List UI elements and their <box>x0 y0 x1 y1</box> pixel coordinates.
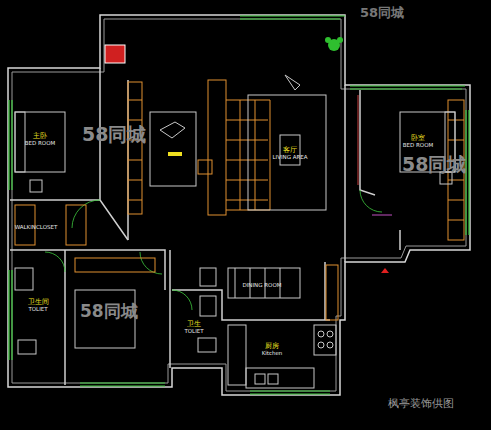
watermark: 58同城 <box>360 4 404 22</box>
furniture-part <box>15 112 65 172</box>
furniture-part <box>314 325 336 355</box>
furniture-part <box>200 296 216 316</box>
yellow-bar <box>168 152 182 156</box>
door-swing <box>45 190 382 310</box>
room-name: 厨房 <box>262 342 283 350</box>
furniture-part <box>30 180 42 192</box>
room-name-en: Kitchen <box>262 350 283 356</box>
dimension-detail-part <box>372 215 392 216</box>
furniture-part <box>246 368 314 388</box>
room-label: WALKINCLOSET <box>13 224 60 230</box>
room-name: 卫生 <box>184 320 204 328</box>
inner-wall-part <box>169 250 171 368</box>
furniture-part <box>18 340 36 354</box>
outer-wall <box>8 15 470 395</box>
sofa <box>198 80 270 215</box>
room-name-en: BED ROOM <box>25 140 56 146</box>
inner-wall-part <box>10 250 165 290</box>
outer-wall-part <box>12 19 466 391</box>
door-swing-part <box>360 190 382 212</box>
outer-wall-part <box>8 15 470 395</box>
room-name-en: DINING ROOM <box>243 282 282 288</box>
room-name-en: WALKINCLOSET <box>15 224 58 230</box>
dimension-detail <box>358 95 392 215</box>
furniture-part <box>200 268 216 286</box>
room-label: 客厅LIVING AREA <box>270 146 310 160</box>
cabinet-part <box>128 100 142 200</box>
fire-symbol-part <box>381 268 389 273</box>
plant-part <box>337 37 343 43</box>
furniture-part <box>318 331 324 337</box>
window <box>9 16 469 394</box>
yellow-bar-part <box>168 152 182 156</box>
furniture-part <box>15 268 33 290</box>
room-name: 卫生间 <box>28 298 49 306</box>
cabinet-part <box>128 82 142 214</box>
inner-wall <box>10 68 400 385</box>
sofa-part <box>208 80 226 215</box>
sofa-part <box>198 160 212 174</box>
fire-symbol <box>105 45 389 273</box>
plant-part <box>325 37 331 43</box>
furniture-part <box>327 331 333 337</box>
room-name: 客厅 <box>272 146 308 154</box>
furniture <box>15 75 455 388</box>
window-part <box>240 16 465 89</box>
sofa-part <box>226 120 268 200</box>
fire-symbol-part <box>105 45 125 63</box>
cabinet <box>15 82 464 320</box>
furniture-part <box>268 374 278 384</box>
watermark: 58同城 <box>82 122 146 148</box>
window-part <box>9 100 12 360</box>
inner-wall-part <box>100 68 128 240</box>
inner-wall-part <box>399 230 401 250</box>
inner-wall-part <box>172 290 330 320</box>
cabinet-part <box>75 258 155 272</box>
room-label: 主卧BED ROOM <box>23 132 58 146</box>
furniture-part <box>15 112 25 172</box>
furniture-part <box>160 122 185 138</box>
inner-wall-part <box>360 90 375 195</box>
cabinet-part <box>66 205 86 245</box>
inner-wall-part <box>344 85 346 262</box>
furniture-part <box>285 75 300 90</box>
dimension-detail-part <box>358 95 359 185</box>
door-swing-part <box>45 252 65 272</box>
plant <box>325 37 343 51</box>
furniture-part <box>318 342 324 348</box>
furniture-part <box>198 338 216 352</box>
furniture-part <box>255 374 265 384</box>
room-label: 卫生间TOLIET <box>26 298 51 312</box>
door-swing-part <box>140 252 162 274</box>
room-name: 主卧 <box>25 132 56 140</box>
room-name: 卧室 <box>403 134 434 142</box>
door-swing-part <box>172 290 192 310</box>
room-name-en: TOLIET <box>28 306 49 312</box>
cabinet-part <box>326 265 338 320</box>
room-label: 卧室BED ROOM <box>401 134 436 148</box>
room-label: 厨房Kitchen <box>260 342 285 356</box>
room-name-en: LIVING AREA <box>272 154 308 160</box>
room-name-en: BED ROOM <box>403 142 434 148</box>
furniture-part <box>228 325 246 385</box>
watermark: 58同城 <box>402 152 466 178</box>
watermark: 58同城 <box>80 300 138 323</box>
furniture-part <box>150 112 196 186</box>
furniture-part <box>327 342 333 348</box>
room-label: DINING ROOM <box>241 282 284 288</box>
inner-wall-part <box>10 199 100 201</box>
furniture-part <box>228 268 300 298</box>
furniture-part <box>248 95 326 210</box>
room-label: 卫生TOLIET <box>182 320 206 334</box>
credit-text: 枫亭装饰供图 <box>388 396 454 411</box>
room-name-en: TOLIET <box>184 328 204 334</box>
